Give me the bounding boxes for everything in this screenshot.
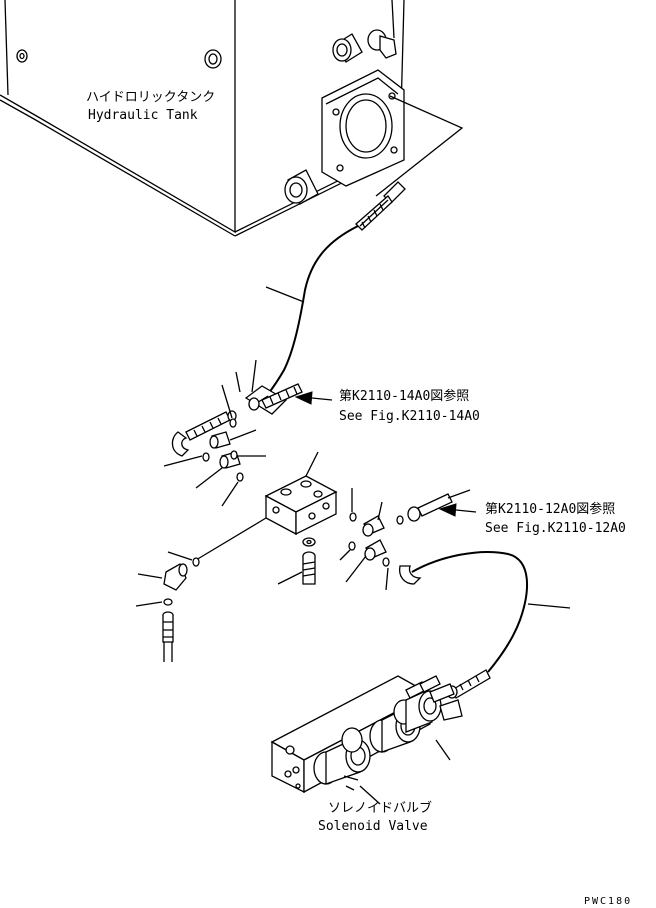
ref-arrow-2 [438, 503, 477, 517]
washer [302, 537, 316, 547]
tank-top-fitting [367, 0, 397, 59]
tank-label-jp: ハイドロリックタンク [86, 90, 215, 105]
pilot-hose-upper [261, 181, 406, 403]
clamp-assembly [235, 359, 303, 415]
elbow-fitting [137, 563, 188, 591]
ref-arrow-1 [294, 391, 333, 405]
ref-hose-end [407, 489, 471, 522]
tank-label-en: Hydraulic Tank [88, 108, 198, 123]
elbow-hose-left [171, 410, 237, 457]
o-ring-d [230, 450, 238, 460]
solenoid-coil-3 [393, 689, 442, 733]
o-ring-e [349, 488, 357, 522]
ref2-label-en: See Fig.K2110-12A0 [485, 521, 626, 536]
connector-d [345, 539, 387, 583]
tank-flange [321, 69, 405, 187]
o-ring-g [339, 541, 356, 561]
o-ring-f [396, 515, 404, 525]
bolt [277, 551, 316, 585]
o-ring-h [382, 557, 390, 591]
tank-boss-upper [332, 33, 363, 63]
connector-c [362, 501, 385, 537]
pilot-hose-lower [398, 551, 571, 699]
hose-end-lower-left [162, 611, 174, 662]
hydraulic-tank [0, 0, 464, 237]
tank-boss-lower [284, 169, 319, 205]
o-ring-a [221, 384, 237, 428]
solenoid-label-en: Solenoid Valve [318, 819, 428, 834]
o-ring-c [221, 472, 244, 507]
o-ring-i [167, 551, 200, 567]
o-ring-j [135, 598, 173, 607]
solenoid-valve [270, 675, 463, 805]
o-ring-b [163, 452, 210, 467]
connector-a [209, 429, 257, 449]
drawing-code: PWC180 [584, 896, 632, 907]
ref2-label-jp: 第K2110-12A0図参照 [485, 501, 615, 517]
ref1-label-en: See Fig.K2110-14A0 [339, 409, 480, 424]
manifold-block [195, 451, 338, 561]
ref1-label-jp: 第K2110-14A0図参照 [339, 388, 469, 404]
solenoid-label-jp: ソレノイドバルブ [328, 800, 432, 816]
